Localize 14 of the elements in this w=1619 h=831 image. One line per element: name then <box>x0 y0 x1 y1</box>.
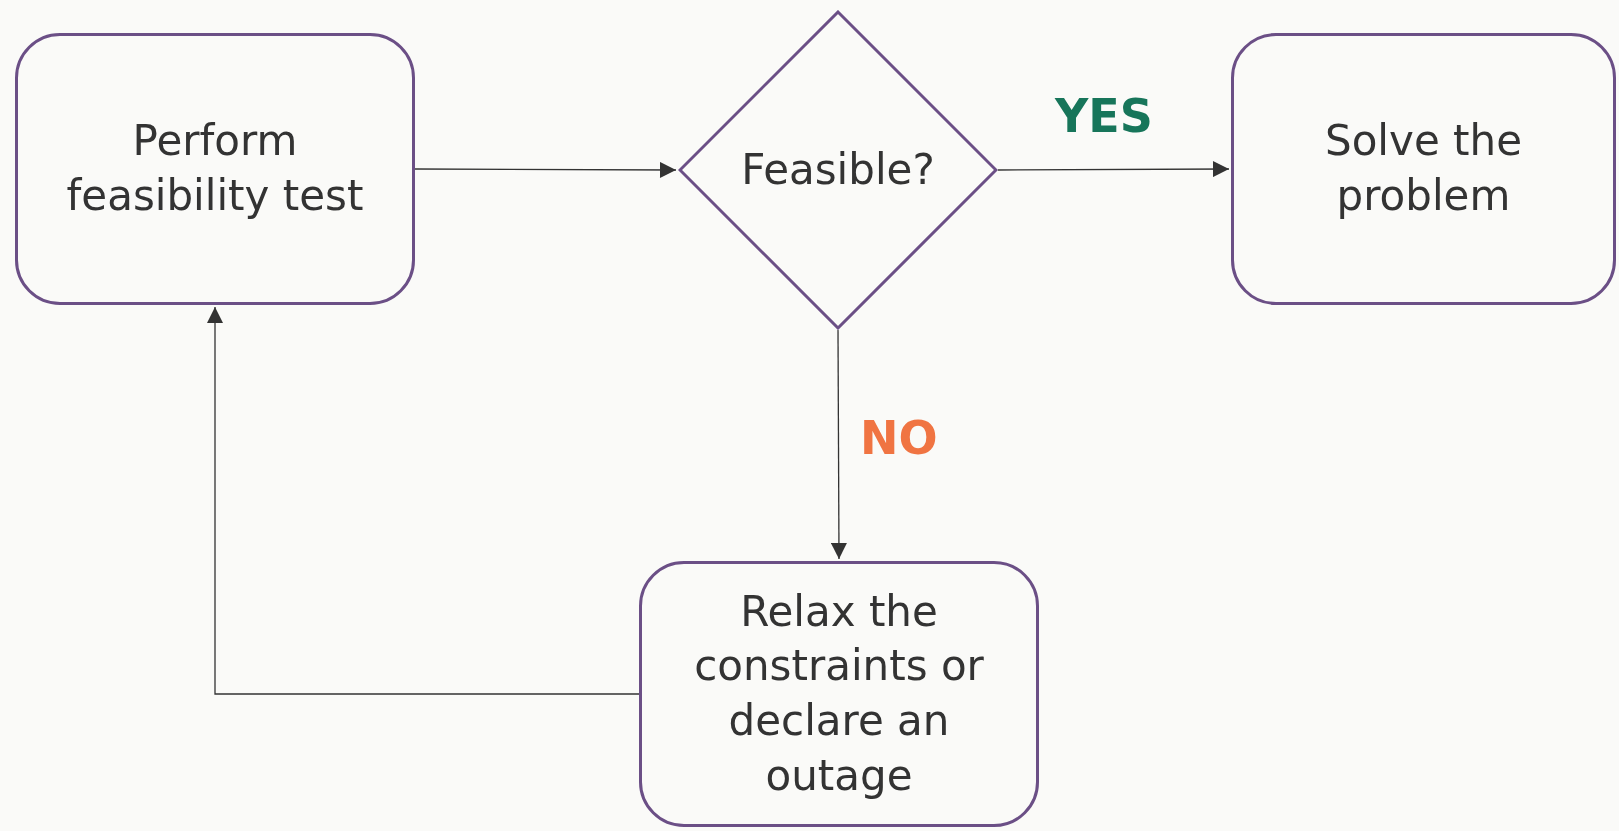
arrow <box>997 161 1230 178</box>
decision-diamond <box>678 10 998 330</box>
edge-label: YES <box>1055 93 1153 139</box>
arrow <box>414 161 677 178</box>
process-box <box>639 561 1039 827</box>
process-box <box>1231 33 1616 305</box>
node-text: Relax the constraints or declare an outage <box>693 585 985 802</box>
edge-label: NO <box>860 415 938 461</box>
node-text: Feasible? <box>741 143 935 196</box>
node-text: Perform feasibility test <box>65 115 365 222</box>
node-text: Solve the problem <box>1324 115 1523 222</box>
arrow <box>207 306 640 695</box>
arrow <box>830 329 847 560</box>
process-box <box>15 33 415 305</box>
